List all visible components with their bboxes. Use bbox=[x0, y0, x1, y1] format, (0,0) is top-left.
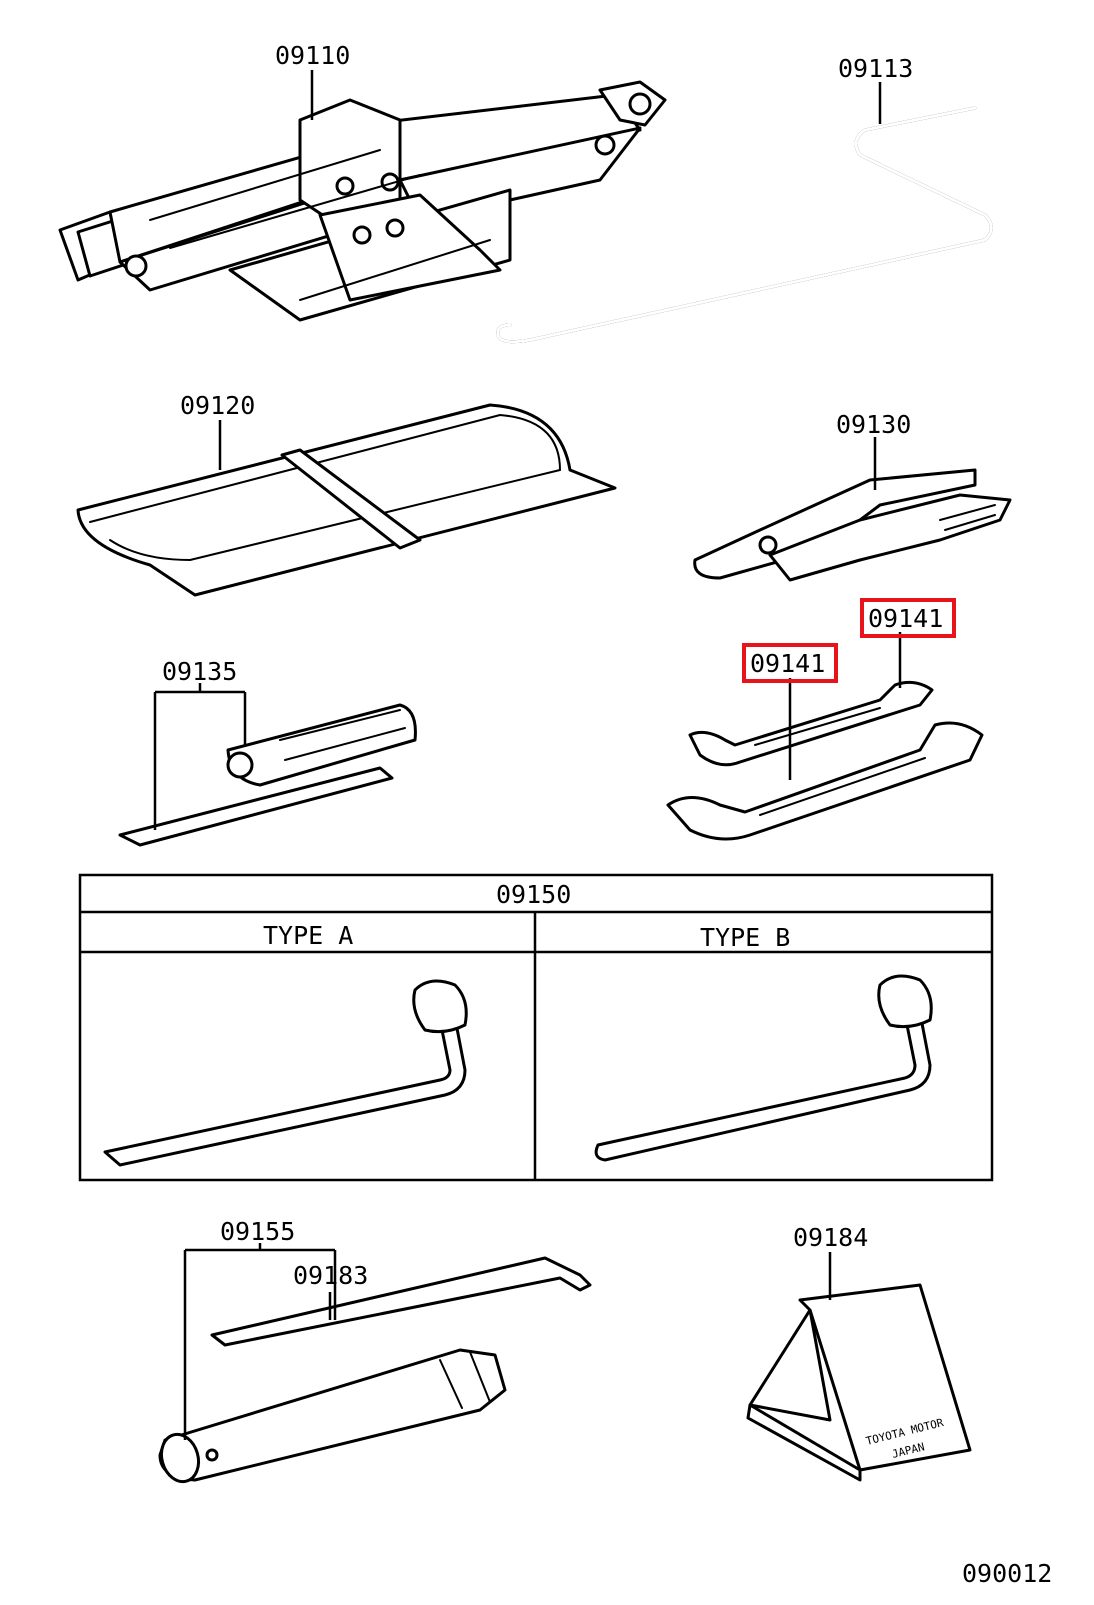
wheel-chock-illustration[interactable] bbox=[746, 1283, 972, 1482]
scissor-jack-illustration[interactable] bbox=[58, 80, 667, 322]
wrench-type-table bbox=[78, 873, 994, 1182]
pliers-illustration[interactable] bbox=[693, 468, 1012, 582]
label-09110: 09110 bbox=[275, 41, 350, 70]
label-09183: 09183 bbox=[293, 1261, 368, 1290]
label-09113: 09113 bbox=[838, 54, 913, 83]
table-type-b-label: TYPE B bbox=[700, 923, 790, 952]
label-09141-lower[interactable]: 09141 bbox=[750, 649, 825, 678]
label-09141-upper[interactable]: 09141 bbox=[868, 604, 943, 633]
highlight-box-09141-lower bbox=[742, 643, 838, 683]
extension-bar-illustration[interactable] bbox=[210, 1256, 592, 1347]
label-09130: 09130 bbox=[836, 410, 911, 439]
diagram-id: 090012 bbox=[962, 1559, 1052, 1588]
highlight-box-09141-upper bbox=[860, 598, 956, 638]
wrench-lower-illustration[interactable] bbox=[666, 721, 984, 841]
label-09135: 09135 bbox=[162, 657, 237, 686]
tool-bag-illustration[interactable] bbox=[76, 403, 617, 597]
lug-wrench-type-b-illustration[interactable] bbox=[594, 974, 933, 1162]
label-09155: 09155 bbox=[220, 1217, 295, 1246]
socket-handle-tube-illustration[interactable] bbox=[156, 1348, 507, 1486]
screwdriver-illustration[interactable] bbox=[118, 703, 417, 847]
table-type-a-label: TYPE A bbox=[263, 921, 353, 950]
label-09184: 09184 bbox=[793, 1223, 868, 1252]
table-header-09150: 09150 bbox=[496, 880, 571, 909]
jack-handle-rod-illustration[interactable] bbox=[496, 106, 993, 344]
wrench-upper-illustration[interactable] bbox=[688, 680, 934, 767]
lug-wrench-type-a-illustration[interactable] bbox=[103, 979, 468, 1167]
label-09120: 09120 bbox=[180, 391, 255, 420]
